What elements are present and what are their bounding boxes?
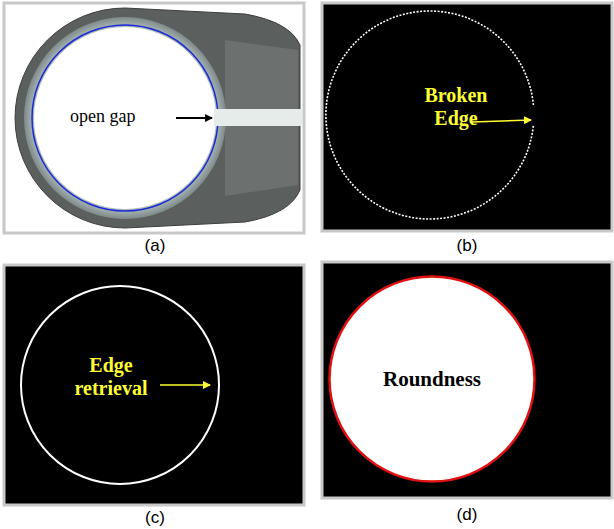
edge-panel — [4, 265, 304, 505]
circle-shape — [330, 277, 535, 482]
shape-label: Roundness — [383, 367, 481, 392]
photo-panel — [4, 3, 304, 233]
callout-text: Broken Edge — [410, 84, 502, 130]
panel-label: (c) — [130, 508, 180, 528]
callout-text: Edge retrieval — [64, 354, 158, 400]
panel-label: (b) — [442, 236, 492, 256]
roundness-panel — [322, 262, 612, 498]
edge-panel — [322, 3, 612, 231]
panel-label: (d) — [442, 505, 492, 525]
roundness-circle: Roundness — [328, 275, 536, 483]
callout-text: open gap — [70, 106, 180, 127]
panel-label: (a) — [130, 236, 180, 256]
